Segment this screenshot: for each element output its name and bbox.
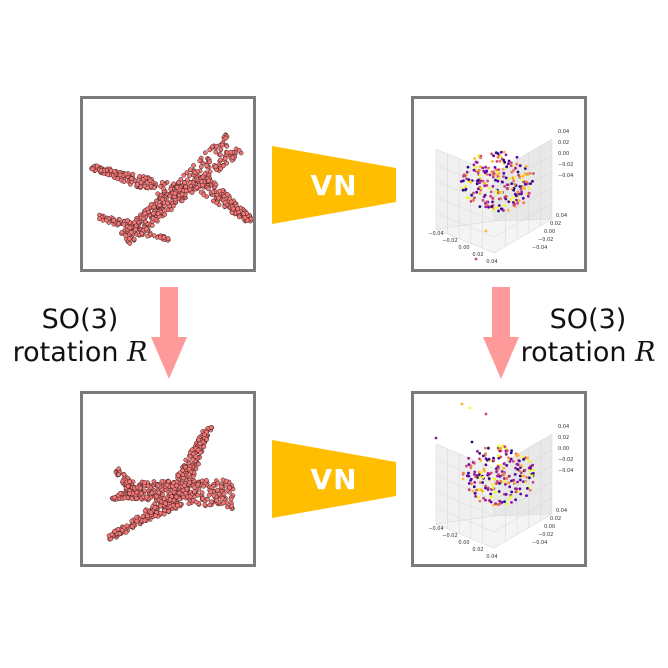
svg-text:−0.02: −0.02 xyxy=(442,238,457,244)
svg-text:−0.02: −0.02 xyxy=(442,533,457,539)
encoder-trapezoid-icon xyxy=(272,440,396,518)
vn-encoder-top: VN xyxy=(272,146,396,224)
svg-text:0.04: 0.04 xyxy=(486,259,497,265)
rotation-group-label: SO(3) xyxy=(549,304,627,335)
svg-text:0.00: 0.00 xyxy=(558,151,569,157)
svg-text:0.04: 0.04 xyxy=(558,129,569,135)
rotation-text: rotation R xyxy=(8,336,152,369)
rotation-text: rotation R xyxy=(516,336,660,369)
svg-text:−0.04: −0.04 xyxy=(428,526,443,532)
vn-label-bottom: VN xyxy=(310,462,358,496)
svg-text:−0.04: −0.04 xyxy=(428,231,443,237)
encoder-trapezoid-icon xyxy=(272,146,396,224)
rotation-arrow-right xyxy=(483,287,519,379)
svg-text:−0.02: −0.02 xyxy=(538,237,553,243)
svg-text:0.00: 0.00 xyxy=(458,245,469,251)
svg-text:0.02: 0.02 xyxy=(472,547,483,553)
rotation-caption-left: SO(3) rotation R xyxy=(8,303,152,369)
svg-text:0.04: 0.04 xyxy=(558,424,569,430)
svg-text:−0.04: −0.04 xyxy=(558,173,573,179)
svg-text:0.02: 0.02 xyxy=(550,516,561,522)
svg-text:0.02: 0.02 xyxy=(472,252,483,258)
rotation-symbol: R xyxy=(635,337,656,368)
svg-text:−0.04: −0.04 xyxy=(558,468,573,474)
svg-text:−0.04: −0.04 xyxy=(532,245,547,251)
rotation-word: rotation xyxy=(520,337,636,368)
svg-text:0.00: 0.00 xyxy=(558,446,569,452)
svg-text:0.04: 0.04 xyxy=(556,213,567,219)
svg-text:0.02: 0.02 xyxy=(558,140,569,146)
svg-text:0.04: 0.04 xyxy=(556,508,567,514)
rotation-symbol: R xyxy=(127,337,148,368)
rotation-word: rotation xyxy=(12,337,128,368)
vn-label-top: VN xyxy=(310,168,358,202)
rotation-arrow-left xyxy=(151,287,187,379)
svg-text:−0.04: −0.04 xyxy=(532,540,547,546)
svg-text:−0.02: −0.02 xyxy=(558,457,573,463)
rotated-feature-scatter-3d-icon: 0.040.020.00−0.02−0.04−0.04−0.020.000.02… xyxy=(428,402,573,560)
vn-encoder-bottom: VN xyxy=(272,440,396,518)
svg-text:0.02: 0.02 xyxy=(558,435,569,441)
svg-text:−0.02: −0.02 xyxy=(538,532,553,538)
rotated-airplane-point-cloud-icon xyxy=(106,425,236,542)
airplane-point-cloud-icon xyxy=(89,132,253,246)
svg-text:0.04: 0.04 xyxy=(486,554,497,560)
rotation-caption-right: SO(3) rotation R xyxy=(516,303,660,369)
feature-scatter-3d-icon: 0.040.020.00−0.02−0.04−0.04−0.020.000.02… xyxy=(428,129,573,265)
svg-text:0.00: 0.00 xyxy=(458,540,469,546)
rotated-pointcloud-panel xyxy=(80,391,256,567)
svg-text:−0.02: −0.02 xyxy=(558,162,573,168)
svg-text:0.00: 0.00 xyxy=(544,524,555,530)
svg-text:0.00: 0.00 xyxy=(544,229,555,235)
input-pointcloud-panel xyxy=(80,96,256,272)
rotation-group-label: SO(3) xyxy=(41,304,119,335)
svg-text:0.02: 0.02 xyxy=(550,221,561,227)
